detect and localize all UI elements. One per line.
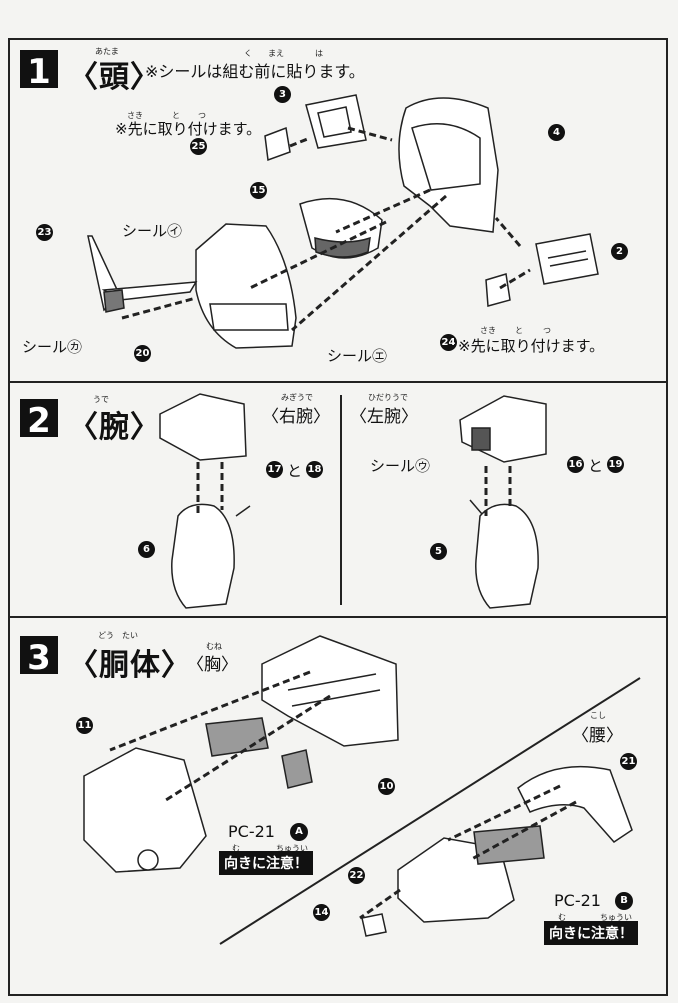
pc-21-b-joint bbox=[473, 825, 545, 865]
waist-ruby: こし bbox=[590, 711, 606, 720]
divider-2 bbox=[10, 616, 666, 618]
step-2-title: 〈腕〉 bbox=[68, 410, 161, 445]
attach-first-ruby-2c: つ bbox=[543, 326, 551, 335]
chest-label: 〈胸〉 bbox=[187, 655, 238, 675]
step-2-number: 2 bbox=[20, 399, 58, 440]
part-number-21: 21 bbox=[620, 753, 637, 770]
part-number-25: 25 bbox=[190, 138, 207, 155]
attach-first-ruby-1c: つ bbox=[198, 111, 206, 120]
part-25-small-piece bbox=[264, 126, 291, 162]
pc-21-a-joint bbox=[205, 717, 313, 789]
step-1-number: 1 bbox=[20, 50, 58, 91]
step-3-title: 〈胴体〉 bbox=[68, 648, 192, 683]
warning-a-ruby-2: ちゅうい bbox=[276, 844, 308, 853]
pc-a-mark: A bbox=[290, 823, 308, 841]
part-number-17: 17 bbox=[266, 461, 283, 478]
seal-i-label: シール㋑ bbox=[122, 222, 183, 240]
part-16-19-shoulder bbox=[459, 395, 547, 463]
part-3-head-vent bbox=[305, 94, 367, 149]
warning-b-ruby-2: ちゅうい bbox=[600, 913, 632, 922]
part-number-5: 5 bbox=[430, 543, 447, 560]
part-10-chest-frame bbox=[261, 635, 399, 747]
warning-a-badge: 向きに注意！ bbox=[219, 851, 313, 875]
part-24-small-piece bbox=[485, 273, 511, 307]
pair-left-and: と bbox=[588, 457, 604, 475]
right-arm-label: 〈右腕〉 bbox=[262, 407, 330, 427]
arm-divider bbox=[340, 395, 342, 605]
pc-a-label: PC-21 bbox=[228, 822, 275, 841]
part-number-6: 6 bbox=[138, 541, 155, 558]
warning-a-ruby-1: む bbox=[232, 844, 240, 853]
step-2-ruby: うで bbox=[93, 395, 109, 404]
part-17-18-shoulder bbox=[159, 393, 247, 461]
step-3-ruby: どう たい bbox=[98, 631, 138, 640]
part-number-4: 4 bbox=[548, 124, 565, 141]
sticker-note-ruby-1: く bbox=[244, 49, 252, 58]
part-2-side-vent bbox=[535, 233, 599, 285]
part-number-15: 15 bbox=[250, 182, 267, 199]
part-21-waist-armor bbox=[517, 765, 633, 843]
step-1-title: 〈頭〉 bbox=[68, 60, 161, 95]
attach-first-ruby-1a: さき bbox=[127, 111, 143, 120]
left-arm-label: 〈左腕〉 bbox=[350, 407, 418, 427]
left-arm-ruby: ひだりうで bbox=[368, 393, 408, 402]
pair-right-and: と bbox=[287, 462, 303, 480]
attach-first-ruby-2b: と bbox=[515, 326, 523, 335]
part-number-3: 3 bbox=[274, 86, 291, 103]
attach-first-ruby-2a: さき bbox=[480, 326, 496, 335]
divider-1 bbox=[10, 381, 666, 383]
part-number-23: 23 bbox=[36, 224, 53, 241]
part-15-visor bbox=[299, 197, 383, 259]
seal-e-label: シール㋓ bbox=[327, 347, 388, 365]
part-number-19: 19 bbox=[607, 456, 624, 473]
part-number-20: 20 bbox=[134, 345, 151, 362]
instruction-frame bbox=[8, 38, 668, 996]
part-23-antenna bbox=[87, 235, 198, 313]
part-number-11: 11 bbox=[76, 717, 93, 734]
part-number-18: 18 bbox=[306, 461, 323, 478]
part-6-arm bbox=[171, 503, 251, 609]
part-number-10: 10 bbox=[378, 778, 395, 795]
step-1-ruby: あたま bbox=[95, 47, 119, 56]
part-number-16: 16 bbox=[567, 456, 584, 473]
part-11-chest-front bbox=[83, 747, 207, 873]
part-number-22: 22 bbox=[348, 867, 365, 884]
pc-b-label: PC-21 bbox=[554, 891, 601, 910]
part-number-14: 14 bbox=[313, 904, 330, 921]
attach-first-ruby-1b: と bbox=[172, 111, 180, 120]
part-5-arm bbox=[469, 499, 539, 609]
part-number-24: 24 bbox=[440, 334, 457, 351]
part-20-face bbox=[195, 223, 297, 349]
chest-ruby: むね bbox=[206, 642, 222, 651]
warning-b-ruby-1: む bbox=[558, 913, 566, 922]
waist-label: 〈腰〉 bbox=[572, 726, 623, 746]
part-number-2: 2 bbox=[611, 243, 628, 260]
pc-b-mark: B bbox=[615, 892, 633, 910]
seal-u-label: シール㋒ bbox=[370, 457, 431, 475]
part-14-small-piece bbox=[361, 913, 387, 937]
right-arm-ruby: みぎうで bbox=[281, 393, 313, 402]
attach-first-note-2: ※先に取り付けます。 bbox=[458, 337, 605, 355]
warning-b-badge: 向きに注意！ bbox=[544, 921, 638, 945]
part-4-head-back bbox=[398, 97, 499, 233]
sticker-note: ※シールは組む前に貼ります。 bbox=[145, 62, 365, 81]
sticker-note-ruby-3: は bbox=[315, 49, 323, 58]
seal-ka-label: シール㋕ bbox=[22, 338, 83, 356]
sticker-note-ruby-2: まえ bbox=[268, 49, 284, 58]
step-3-number: 3 bbox=[20, 636, 58, 677]
attach-first-note-1: ※先に取り付けます。 bbox=[115, 120, 262, 138]
